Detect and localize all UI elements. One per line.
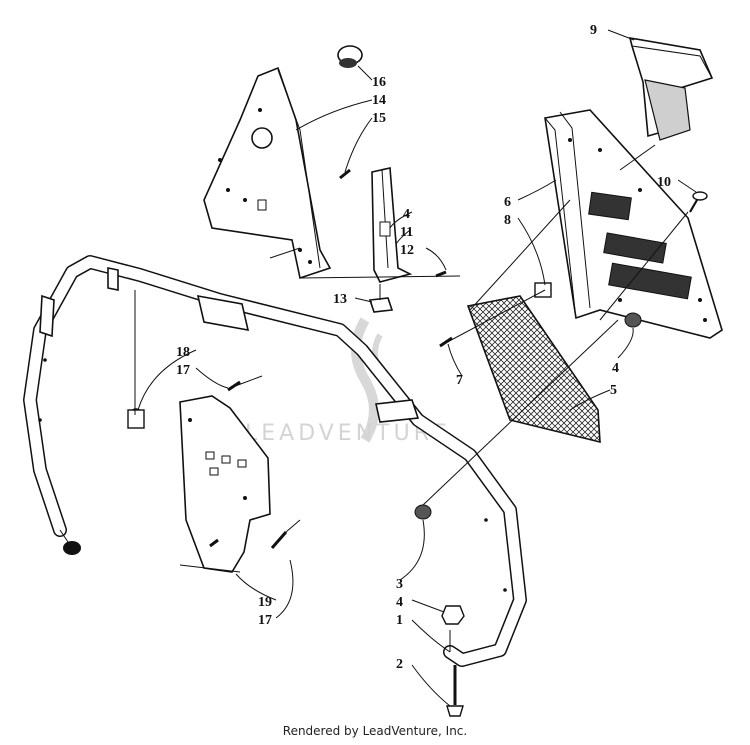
callout-5: 5 [610, 383, 617, 398]
callout-10: 10 [657, 175, 671, 190]
watermark-text: LEADVENTURE [245, 421, 451, 446]
roll-bar-tube [23, 255, 527, 667]
callout-17-upper: 17 [176, 363, 190, 378]
part-4-nut-upper [624, 312, 642, 328]
part-19-rivet [209, 538, 219, 548]
callout-2: 2 [396, 657, 403, 672]
callout-15: 15 [372, 111, 386, 126]
part-2-bolt [446, 665, 464, 717]
lower-mounting-plate [179, 395, 271, 573]
callout-1: 1 [396, 613, 403, 628]
footer-credit: Rendered by LeadVenture, Inc. [282, 724, 468, 738]
callout-8: 8 [504, 213, 511, 228]
part-17-rivet-lower [270, 531, 288, 549]
part-10-bolt [689, 191, 708, 213]
part-8-clip [534, 282, 552, 298]
part-12-rivet [435, 270, 447, 278]
callout-numbers: 16 14 15 9 10 6 8 4 11 12 13 4 7 5 18 17… [176, 23, 671, 672]
callout-4-mid: 4 [612, 361, 619, 376]
callout-13: 13 [333, 292, 347, 307]
callout-4-upper: 4 [403, 207, 410, 222]
callout-7: 7 [456, 373, 463, 388]
part-5-mesh-screen [466, 295, 601, 444]
callout-leaders [137, 29, 697, 707]
part-11-bracket [368, 167, 413, 313]
callout-12: 12 [400, 243, 414, 258]
part-18-clamp [127, 408, 145, 429]
callout-6: 6 [504, 195, 511, 210]
callout-16: 16 [372, 75, 386, 90]
part-4-nut-lower [441, 605, 465, 625]
part-9-foam-pad [628, 37, 714, 141]
callout-9: 9 [590, 23, 597, 38]
callout-17-lower: 17 [258, 613, 272, 628]
callout-4-lower: 4 [396, 595, 403, 610]
callout-11: 11 [400, 225, 413, 240]
part-3-grommet [414, 504, 432, 520]
callout-3: 3 [396, 577, 403, 592]
part-16-knob [337, 45, 363, 68]
leader-lines [134, 144, 689, 652]
watermark: LEADVENTURE [245, 317, 451, 446]
part-6-right-side-panel [544, 109, 723, 339]
callout-19: 19 [258, 595, 272, 610]
left-side-panel [203, 66, 332, 280]
callout-18: 18 [176, 345, 190, 360]
part-15-rivet [339, 168, 351, 180]
callout-14: 14 [372, 93, 386, 108]
